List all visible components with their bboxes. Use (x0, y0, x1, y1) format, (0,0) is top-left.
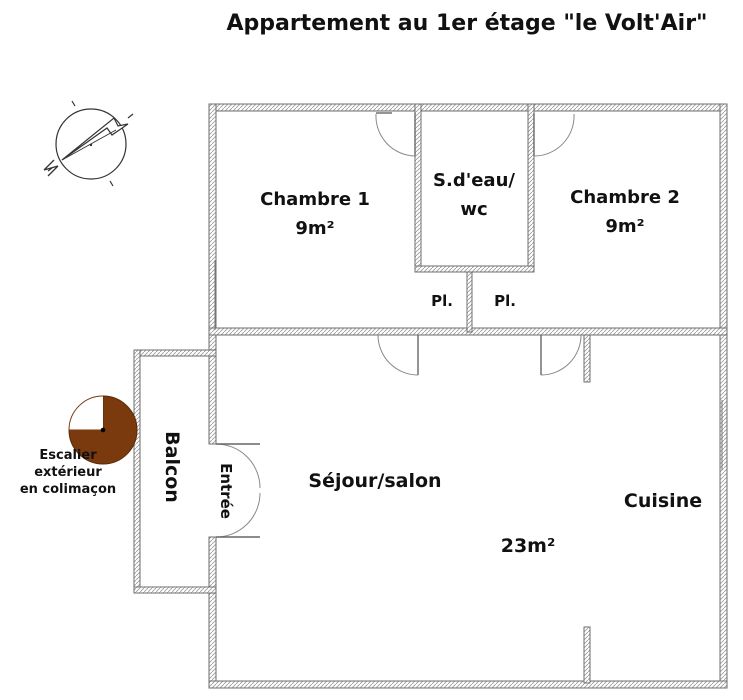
wall-kitchen-top (583, 334, 591, 383)
wall-bath-left (414, 103, 422, 273)
wall-bath-bottom (414, 265, 535, 273)
wall-bath-right (527, 103, 535, 273)
chambre1-area: 9m² (295, 218, 334, 239)
balcony-top (133, 349, 217, 357)
balcony-bottom (133, 586, 217, 594)
balcon-name: Balcon (161, 431, 183, 503)
door-entree (215, 443, 261, 538)
chambre2-area: 9m² (605, 216, 644, 237)
sdeau-name-line2: wc (460, 199, 487, 220)
wall-kitchen-bottom (583, 626, 591, 684)
stair-line1: Escalier (39, 448, 97, 463)
sejour-name: Séjour/salon (308, 470, 441, 492)
placard2-label: Pl. (494, 292, 516, 310)
sdeau-name-line1: S.d'eau/ (433, 170, 515, 191)
door-chambre1 (375, 112, 416, 157)
door-living-left (377, 334, 419, 376)
door-chambre2 (533, 113, 575, 157)
wall-right (719, 103, 728, 689)
stair-line2: extérieur (34, 465, 102, 480)
wall-bottom (208, 680, 728, 689)
spiral-stair-icon (68, 395, 138, 465)
wall-left-lower (208, 536, 217, 689)
chambre2-name: Chambre 2 (570, 187, 680, 208)
wall-left-upper (208, 103, 217, 445)
placard1-label: Pl. (431, 292, 453, 310)
cuisine-name: Cuisine (624, 490, 702, 512)
chambre1-name: Chambre 1 (260, 189, 370, 210)
door-living-right (540, 334, 582, 376)
compass-icon (43, 100, 134, 187)
stair-line3: en colimaçon (20, 482, 116, 497)
wall-closet-divider (466, 271, 473, 333)
entree-name: Entrée (217, 463, 235, 519)
page-title: Appartement au 1er étage "le Volt'Air" (226, 11, 707, 36)
sejour-area: 23m² (501, 535, 556, 557)
north-letter-icon (43, 159, 59, 177)
balcony-left (133, 349, 141, 594)
wall-top (208, 103, 728, 112)
